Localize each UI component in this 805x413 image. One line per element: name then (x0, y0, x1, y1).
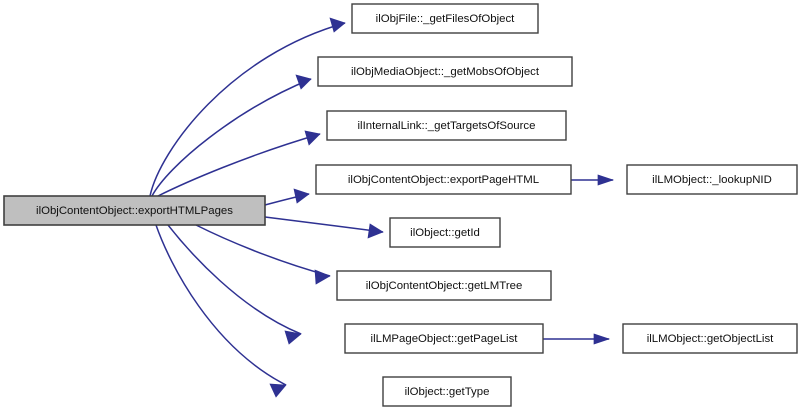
graph-node-n4[interactable]: ilObjContentObject::exportPageHTML (315, 164, 572, 195)
node-label: ilObjMediaObject::_getMobsOfObject (351, 66, 540, 78)
node-box[interactable] (3, 195, 266, 226)
edge-arrowhead (295, 74, 312, 90)
node-label: ilObjContentObject::exportHTMLPages (36, 205, 233, 217)
edge-root-to-n4 (264, 188, 310, 206)
graph-node-n5[interactable]: ilObject::getId (389, 217, 501, 248)
node-box[interactable] (622, 323, 798, 354)
graph-node-n2[interactable]: ilObjMediaObject::_getMobsOfObject (317, 56, 573, 87)
node-box[interactable] (336, 270, 552, 301)
node-layer: ilObjContentObject::exportHTMLPagesilObj… (3, 3, 798, 407)
node-label: ilObjFile::_getFilesOfObject (376, 13, 515, 25)
edge-arrowhead (329, 17, 346, 33)
edge-line (155, 224, 287, 386)
edge-root-to-n2 (151, 74, 312, 197)
graph-node-n6[interactable]: ilObjContentObject::getLMTree (336, 270, 552, 301)
edge-line (167, 224, 302, 335)
edge-root-to-n8 (155, 224, 287, 398)
node-label: ilObjContentObject::getLMTree (366, 280, 523, 292)
graph-node-root[interactable]: ilObjContentObject::exportHTMLPages (3, 195, 266, 226)
graph-node-n9[interactable]: ilLMObject::_lookupNID (626, 164, 798, 195)
edge-arrowhead (284, 330, 302, 345)
edge-arrowhead (269, 383, 287, 398)
graph-node-n10[interactable]: ilLMObject::getObjectList (622, 323, 798, 354)
node-label: ilObject::getType (405, 386, 490, 398)
node-box[interactable] (351, 3, 539, 34)
edge-n7-to-n10 (543, 333, 611, 345)
edge-arrowhead (367, 223, 384, 239)
edge-root-to-n1 (149, 17, 346, 197)
edge-root-to-n3 (157, 130, 321, 197)
edge-arrowhead (593, 333, 611, 345)
edge-n4-to-n9 (571, 174, 615, 186)
node-label: ilObject::getId (410, 227, 480, 239)
node-label: ilObjContentObject::exportPageHTML (348, 174, 539, 186)
node-label: ilLMPageObject::getPageList (371, 333, 519, 345)
edge-line (151, 78, 312, 197)
edge-arrowhead (293, 188, 310, 204)
edge-line (157, 133, 321, 197)
graph-node-n7[interactable]: ilLMPageObject::getPageList (344, 323, 544, 354)
node-label: ilLMObject::getObjectList (647, 333, 774, 345)
edge-root-to-n6 (195, 224, 331, 285)
edge-root-to-n7 (167, 224, 302, 345)
node-box[interactable] (382, 376, 512, 407)
node-box[interactable] (626, 164, 798, 195)
node-box[interactable] (344, 323, 544, 354)
graph-node-n1[interactable]: ilObjFile::_getFilesOfObject (351, 3, 539, 34)
node-box[interactable] (315, 164, 572, 195)
node-label: ilInternalLink::_getTargetsOfSource (358, 120, 536, 132)
edge-arrowhead (304, 130, 321, 146)
graph-node-n8[interactable]: ilObject::getType (382, 376, 512, 407)
edge-line (195, 224, 331, 277)
node-box[interactable] (389, 217, 501, 248)
edge-root-to-n5 (264, 216, 384, 239)
edge-line (149, 22, 346, 197)
edge-arrowhead (314, 269, 331, 285)
node-label: ilLMObject::_lookupNID (652, 174, 772, 186)
node-box[interactable] (317, 56, 573, 87)
node-box[interactable] (326, 110, 567, 141)
edge-layer (149, 17, 615, 398)
graph-node-n3[interactable]: ilInternalLink::_getTargetsOfSource (326, 110, 567, 141)
edge-arrowhead (597, 174, 615, 186)
